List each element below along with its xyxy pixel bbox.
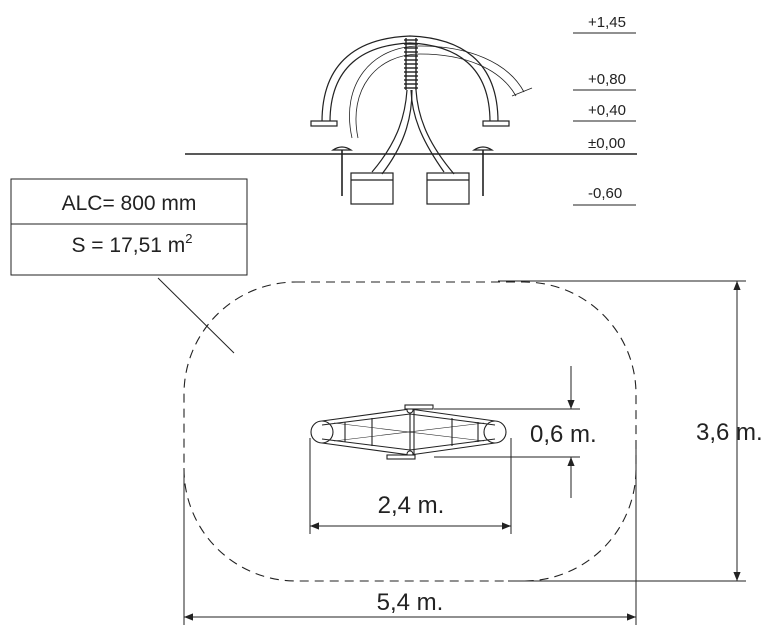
rocking-path [349,45,525,139]
plan-view [183,281,637,582]
support-leg-left [371,89,408,173]
level-label-1: +1,45 [588,14,626,31]
spring-arch [321,35,499,123]
level-label-5: -0,60 [588,185,622,202]
safety-zone [183,281,637,582]
info-box: ALC= 800 mm S = 17,51 m2 [10,178,248,354]
support-leg-right [410,89,445,173]
level-label-2: +0,80 [588,71,626,88]
dimensions [183,280,746,625]
alc-label: ALC= 800 mm [62,192,197,215]
level-label-3: +0,40 [588,102,626,119]
dim-label-outer-width: 5,4 m. [377,589,444,616]
level-marks: +1,45 +0,80 +0,40 ±0,00 -0,60 [573,14,636,206]
spring-rocker-plan [310,404,507,460]
dim-label-inner-width: 2,4 m. [378,492,445,519]
concrete-block-left [350,172,394,205]
spring-coil [404,38,418,90]
arch-foot-right [482,120,510,127]
leader-line [157,277,235,354]
level-label-4: ±0,00 [588,135,625,152]
arch-foot-left [310,120,338,127]
dim-label-outer-depth: 3,6 m. [696,419,763,446]
concrete-block-right [426,172,470,205]
dim-label-inner-depth: 0,6 m. [530,421,597,448]
elevation-view [185,35,637,205]
area-label: S = 17,51 m2 [71,231,192,257]
dimension-labels: 2,4 m. 0,6 m. 3,6 m. 5,4 m. [377,419,763,616]
